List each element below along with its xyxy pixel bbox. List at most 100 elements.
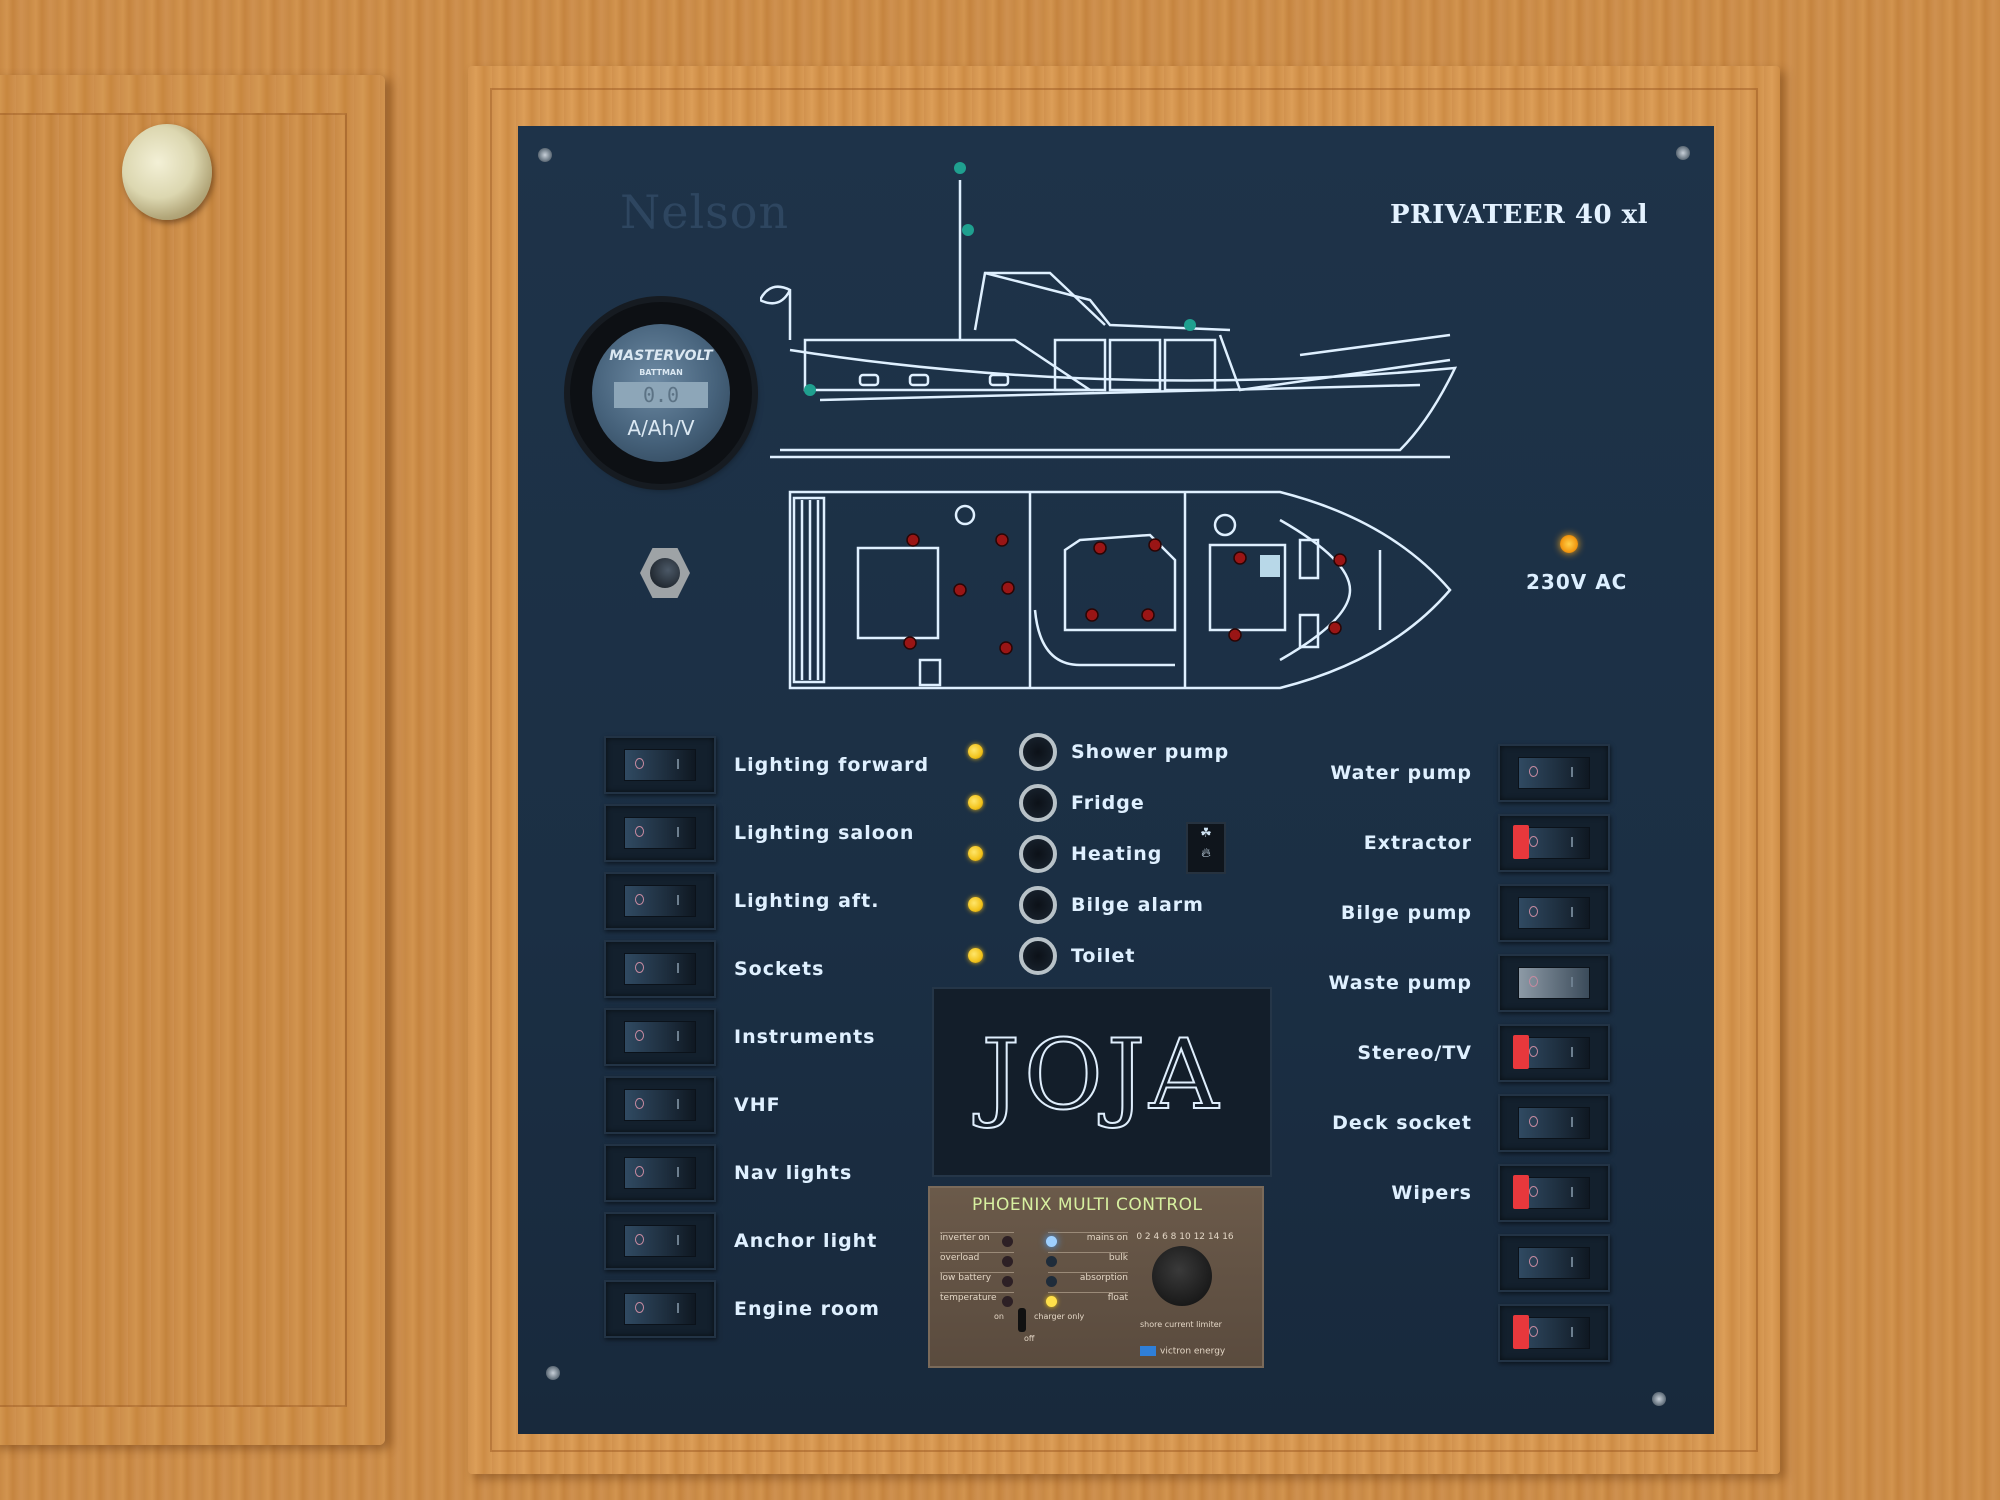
ac-power-label: 230V AC	[1526, 570, 1628, 594]
battery-monitor-model: BATTMAN	[639, 368, 683, 377]
mode-toggle-switch[interactable]	[1018, 1308, 1026, 1332]
indicator-label: Fridge	[1071, 791, 1145, 814]
rocker-switch[interactable]	[604, 804, 716, 862]
screw-icon	[538, 148, 552, 162]
amber-led-icon	[968, 846, 983, 861]
shore-current-dial[interactable]	[1152, 1246, 1212, 1306]
rocker-switch[interactable]	[1498, 1164, 1610, 1222]
switch-label: Extractor	[1363, 832, 1472, 854]
switch-label: Lighting saloon	[734, 822, 915, 844]
frame-bevel	[490, 88, 1758, 1452]
screw-icon	[1676, 146, 1690, 160]
switch-row-stereo-tv: Stereo/TV	[1340, 1024, 1610, 1082]
led-label: float	[1046, 1292, 1128, 1312]
rocker-switch[interactable]	[1498, 954, 1610, 1012]
right-switch-column: Water pump Extractor Bilge pump Waste pu…	[1328, 744, 1610, 1375]
rocker-switch[interactable]	[604, 1076, 716, 1134]
door-inset-panel	[0, 113, 347, 1407]
switch-row-vhf: VHF	[604, 1076, 929, 1134]
switch-row-unlabeled-2	[1340, 1304, 1610, 1362]
switch-on-label: on	[994, 1312, 1004, 1321]
switch-label: Engine room	[734, 1298, 880, 1320]
rocker-switch[interactable]	[604, 1280, 716, 1338]
push-button[interactable]	[1019, 936, 1057, 975]
switch-row-unlabeled-1	[1340, 1234, 1610, 1292]
boat-profile-icon	[760, 162, 1458, 459]
rocker-switch[interactable]	[604, 872, 716, 930]
indicator-row-toilet: Toilet	[968, 930, 1229, 981]
victron-logo: victron energy	[1140, 1346, 1225, 1357]
screw-icon	[546, 1366, 560, 1380]
push-button[interactable]	[1019, 732, 1057, 771]
push-button[interactable]	[1019, 885, 1057, 924]
battery-monitor: MASTERVOLT BATTMAN 0.0 A/Ah/V	[570, 302, 752, 484]
boat-name: JOJA	[981, 1018, 1223, 1132]
cabinet-door[interactable]	[0, 75, 385, 1445]
switch-row-instruments: Instruments	[604, 1008, 929, 1066]
rocker-switch[interactable]	[1498, 744, 1610, 802]
amber-led-icon	[968, 948, 983, 963]
switch-label: Bilge pump	[1340, 902, 1472, 924]
screw-icon	[1652, 1392, 1666, 1406]
led-label: bulk	[1046, 1252, 1128, 1272]
rocker-switch[interactable]	[1498, 1024, 1610, 1082]
switch-row-nav-lights: Nav lights	[604, 1144, 929, 1202]
led-label: mains on	[1046, 1232, 1128, 1252]
switch-row-deck-socket: Deck socket	[1332, 1094, 1610, 1152]
model-title: PRIVATEER 40 xl	[1390, 200, 1648, 230]
indicator-label: Shower pump	[1071, 740, 1230, 763]
battery-monitor-display: 0.0	[614, 382, 708, 408]
indicator-label: Toilet	[1071, 944, 1136, 967]
phoenix-charger-leds: mains on bulk absorption float	[1046, 1232, 1128, 1312]
boat-name-plate: JOJA	[932, 987, 1272, 1177]
switch-row-anchor-light: Anchor light	[604, 1212, 929, 1270]
door-knob[interactable]	[122, 124, 212, 220]
switch-label: Nav lights	[734, 1162, 853, 1184]
led-icon	[1046, 1296, 1057, 1307]
switch-row-extractor: Extractor	[1340, 814, 1610, 872]
heating-mode-switch[interactable]: ☘ 🔥︎	[1186, 822, 1226, 874]
rocker-switch[interactable]	[1498, 814, 1610, 872]
dial-scale: 0 2 4 6 8 10 12 14 16	[1136, 1232, 1234, 1242]
switch-row-lighting-saloon: Lighting saloon	[604, 804, 929, 862]
led-label: overload	[940, 1252, 1014, 1272]
rocker-switch[interactable]	[604, 940, 716, 998]
phoenix-multi-control: PHOENIX MULTI CONTROL inverter on overlo…	[928, 1186, 1264, 1368]
rocker-switch[interactable]	[1498, 1304, 1610, 1362]
rocker-switch[interactable]	[1498, 1094, 1610, 1152]
rocker-switch[interactable]	[1498, 884, 1610, 942]
led-icon	[1002, 1296, 1013, 1307]
switch-row-waste-pump: Waste pump	[1328, 954, 1610, 1012]
rocker-switch[interactable]	[604, 1212, 716, 1270]
led-icon	[1002, 1256, 1013, 1267]
push-button[interactable]	[1019, 834, 1057, 873]
push-button[interactable]	[1019, 783, 1057, 822]
rocker-switch[interactable]	[1498, 1234, 1610, 1292]
switch-charger-only-label: charger only	[1034, 1312, 1085, 1321]
indicator-row-shower-pump: Shower pump	[968, 726, 1229, 777]
amber-led-icon	[968, 897, 983, 912]
rocker-switch[interactable]	[604, 1008, 716, 1066]
indicator-row-fridge: Fridge	[968, 777, 1229, 828]
switch-row-engine-room: Engine room	[604, 1280, 929, 1338]
indicator-label: Bilge alarm	[1071, 893, 1204, 916]
phoenix-status-leds: inverter on overload low battery tempera…	[940, 1232, 1014, 1312]
switch-row-lighting-aft: Lighting aft.	[604, 872, 929, 930]
rocker-switch[interactable]	[604, 736, 716, 794]
battery-monitor-brand: MASTERVOLT	[609, 348, 713, 364]
switch-label: Wipers	[1391, 1182, 1472, 1204]
led-label: temperature	[940, 1292, 1014, 1312]
dial-label: shore current limiter	[1140, 1320, 1222, 1329]
ac-power-led	[1560, 535, 1578, 553]
switch-label: Sockets	[734, 958, 825, 980]
led-label: inverter on	[940, 1232, 1014, 1252]
rocker-switch[interactable]	[604, 1144, 716, 1202]
led-label: absorption	[1046, 1272, 1128, 1292]
switch-row-wipers: Wipers	[1340, 1164, 1610, 1222]
amber-led-icon	[968, 795, 983, 810]
switch-label: Deck socket	[1332, 1112, 1472, 1134]
indicator-label: Heating	[1071, 842, 1163, 865]
led-icon	[1046, 1236, 1057, 1247]
fan-icon: ☘	[1200, 826, 1212, 841]
indicator-row-bilge-alarm: Bilge alarm	[968, 879, 1229, 930]
